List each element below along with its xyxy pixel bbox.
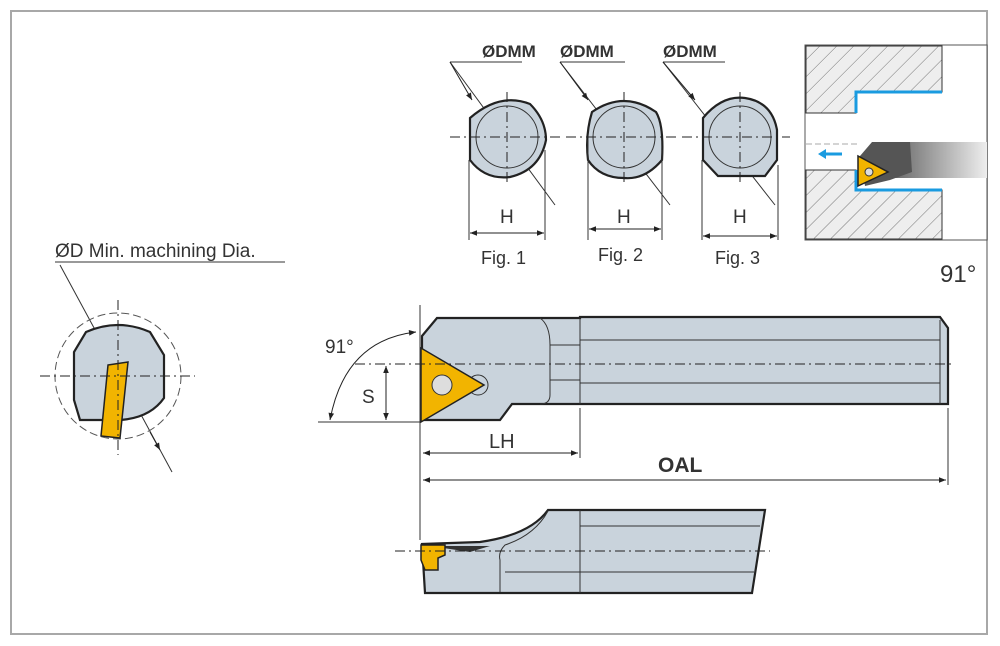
- dmm-label: ØDMM: [560, 42, 614, 61]
- boring-application-inset: 91°: [804, 44, 988, 288]
- torx-screw-icon: [431, 374, 453, 396]
- cut-path: [854, 90, 942, 113]
- insert: [100, 361, 129, 439]
- figure-2: ØDMM H Fig. 2: [559, 42, 677, 265]
- figure-1: ØDMM H Fig. 1: [449, 42, 560, 268]
- s-label: S: [362, 387, 375, 408]
- h-label: H: [733, 207, 747, 228]
- h-label: H: [617, 207, 631, 228]
- dmm-label: ØDMM: [482, 42, 536, 61]
- h-label: H: [500, 207, 514, 228]
- fig-caption: Fig. 2: [598, 245, 643, 265]
- min-machining-diameter-view: ØD Min. machining Dia.: [40, 241, 285, 473]
- oal-label: OAL: [658, 454, 703, 477]
- figure-3: ØDMM H Fig. 3: [662, 42, 790, 268]
- min-machining-dia-label: ØD Min. machining Dia.: [55, 241, 256, 262]
- tool-holder-side-view: [395, 508, 770, 595]
- fig-caption: Fig. 1: [481, 248, 526, 268]
- fig-caption: Fig. 3: [715, 248, 760, 268]
- approach-angle-label: 91°: [325, 337, 354, 358]
- lh-label: LH: [489, 431, 515, 453]
- diagram-frame: [10, 10, 988, 635]
- dmm-label: ØDMM: [663, 42, 717, 61]
- tool-holder-top-view: S 91° LH OAL: [318, 305, 955, 540]
- inset-angle-label: 91°: [940, 261, 976, 288]
